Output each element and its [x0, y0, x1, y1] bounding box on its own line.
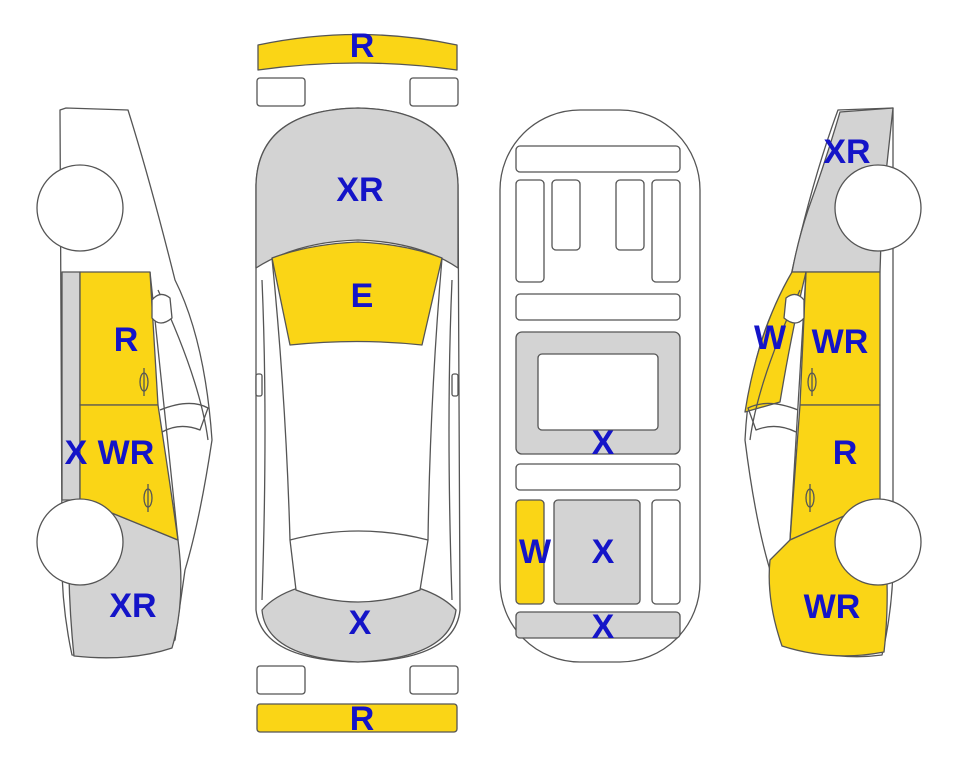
floor-cross-member	[515, 293, 681, 321]
right-front-door-label: R	[833, 434, 858, 472]
top-right-door-line	[448, 279, 453, 601]
floor-seat-right-rail	[651, 499, 681, 605]
right-headlight	[409, 77, 459, 107]
floor-front-inner-left	[551, 179, 581, 251]
front-bumper-label: R	[350, 27, 375, 65]
floor-front-right-rail	[651, 179, 681, 283]
floor-front-inner-right	[615, 179, 645, 251]
trunk-label: X	[349, 604, 372, 642]
rear-bumper-panel[interactable]	[256, 703, 458, 733]
floor-view	[499, 109, 701, 663]
top-view	[255, 33, 461, 733]
right-rear-wheel	[834, 498, 922, 586]
left-front-fender-label: XR	[109, 587, 156, 625]
left-front-door-label: WR	[98, 434, 155, 472]
hood-label: XR	[336, 171, 383, 209]
left-rear-door-handle-cap	[139, 372, 149, 392]
left-seat-line	[159, 402, 209, 433]
floor-front-panel[interactable]	[515, 611, 681, 639]
floor-front-left-rail	[515, 179, 545, 283]
rear-bumper-label: R	[350, 700, 375, 738]
left-rear-door-label: R	[114, 321, 139, 359]
left-front-wheel	[36, 498, 124, 586]
right-rear-door-label: WR	[812, 323, 869, 361]
windshield-label: E	[351, 277, 374, 315]
floor-rear-label: X	[592, 424, 615, 462]
right-front-wheel	[834, 164, 922, 252]
left-rocker-label: X	[65, 434, 88, 472]
right-side-mirror-top	[451, 373, 459, 397]
right-side-view	[744, 107, 922, 658]
spare-tire-well	[537, 353, 659, 431]
left-side-mirror-top	[255, 373, 263, 397]
right-mirror	[783, 293, 805, 324]
left-rear-wheel	[36, 164, 124, 252]
top-left-door-line	[261, 279, 266, 601]
hood-panel[interactable]	[255, 107, 459, 269]
left-mirror	[151, 293, 173, 324]
right-rear-quarter-label: WR	[804, 588, 861, 626]
floor-top-bar	[515, 145, 681, 173]
floor-seat-left-label: W	[519, 533, 552, 571]
right-taillight	[409, 665, 459, 695]
right-seat-line	[747, 402, 799, 433]
left-headlight	[256, 77, 306, 107]
right-pillar-label: W	[754, 319, 787, 357]
right-front-fender-label: XR	[823, 133, 870, 171]
floor-mid-bar	[515, 463, 681, 491]
windshield-panel[interactable]	[271, 241, 443, 346]
top-left-pillar	[271, 257, 291, 541]
front-bumper-panel[interactable]	[257, 33, 458, 71]
floor-seat-center-label: X	[592, 533, 615, 571]
rear-window	[289, 530, 429, 603]
top-right-pillar	[427, 257, 443, 541]
left-side-view	[36, 107, 213, 659]
floor-front-label: X	[592, 608, 615, 646]
left-taillight	[256, 665, 306, 695]
floor-seat-center-panel[interactable]	[553, 499, 641, 605]
right-front-door-handle-cap	[805, 488, 815, 508]
left-front-door-handle-cap	[143, 488, 153, 508]
right-rear-door-handle-cap	[807, 372, 817, 392]
floor-seat-left-panel[interactable]	[515, 499, 545, 605]
